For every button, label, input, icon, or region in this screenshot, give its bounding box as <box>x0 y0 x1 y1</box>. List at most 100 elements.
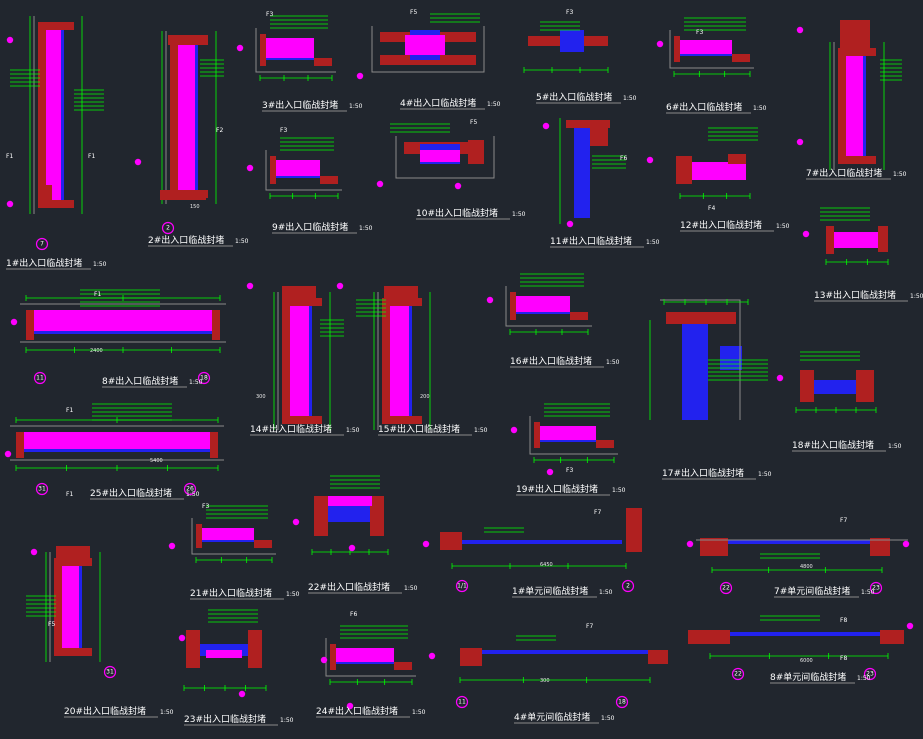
wall-section <box>700 538 728 556</box>
section-label: F6 <box>350 611 357 618</box>
wall-section <box>384 286 418 306</box>
axis-bubble <box>161 221 175 235</box>
steel-member <box>276 176 320 178</box>
section-marker <box>802 230 810 238</box>
section-label: F3 <box>280 127 287 134</box>
dimension-value: 4800 <box>800 564 813 570</box>
section-label: F1 <box>6 153 13 160</box>
wall-section <box>534 422 540 448</box>
steel-member <box>61 30 64 200</box>
detail-scale: 1:50 <box>359 225 373 232</box>
detail-scale: 1:50 <box>893 171 907 178</box>
detail-scale: 1:50 <box>623 95 637 102</box>
axis-bubble-label: 23 <box>866 671 874 678</box>
section-marker <box>510 426 518 434</box>
wall-section <box>596 440 614 448</box>
wall-section <box>460 648 482 666</box>
wall-section <box>382 298 390 424</box>
axis-bubble-label: 26 <box>186 486 194 493</box>
section-marker <box>566 220 574 228</box>
section-marker <box>902 540 910 548</box>
wall-section <box>26 310 34 340</box>
outline <box>265 150 342 191</box>
axis-bubble-label: 22 <box>722 585 730 592</box>
detail-caption: 16#出入口临战封堵 <box>510 355 592 367</box>
detail-caption: 18#出入口临战封堵 <box>792 439 874 451</box>
outline <box>669 30 754 69</box>
detail-caption: 1#单元间临战封堵 <box>512 585 588 597</box>
wall-section <box>46 22 74 30</box>
steel-member <box>720 346 742 370</box>
detail-caption: 5#出入口临战封堵 <box>536 91 612 103</box>
wall-section <box>212 310 220 340</box>
wall-section <box>260 34 266 66</box>
wall-section <box>282 286 316 306</box>
insulation-fill <box>420 150 460 162</box>
axis-bubble <box>615 695 629 709</box>
section-label: F7 <box>594 509 601 516</box>
wall-section <box>394 662 412 670</box>
wall-section <box>728 154 746 164</box>
wall-section <box>390 416 422 424</box>
detail-scale: 1:50 <box>601 715 615 722</box>
section-marker <box>776 374 784 382</box>
dimension-value: 6450 <box>540 562 553 568</box>
section-marker <box>10 318 18 326</box>
section-marker <box>238 690 246 698</box>
wall-section <box>870 538 890 556</box>
steel-member <box>728 540 870 544</box>
section-marker <box>30 548 38 556</box>
steel-member <box>79 566 82 648</box>
detail-scale: 1:50 <box>280 717 294 724</box>
section-marker <box>4 450 12 458</box>
section-marker <box>356 72 364 80</box>
detail-scale: 1:50 <box>861 589 875 596</box>
section-marker <box>292 518 300 526</box>
wall-section <box>880 630 904 644</box>
insulation-fill <box>24 432 210 452</box>
wall-section <box>54 558 62 656</box>
steel-member <box>452 540 622 544</box>
section-label: F6 <box>620 155 627 162</box>
detail-scale: 1:50 <box>474 427 488 434</box>
insulation-fill <box>46 30 64 200</box>
section-marker <box>796 26 804 34</box>
axis-bubble <box>103 665 117 679</box>
wall-section <box>840 20 870 56</box>
detail-caption: 1#出入口临战封堵 <box>6 257 82 269</box>
insulation-fill <box>290 306 312 416</box>
detail-caption: 22#出入口临战封堵 <box>308 581 390 593</box>
insulation-fill <box>202 528 254 542</box>
steel-member <box>34 331 212 334</box>
dimension-value: 5400 <box>150 458 163 464</box>
detail-caption: 20#出入口临战封堵 <box>64 705 146 717</box>
detail-caption: 17#出入口临战封堵 <box>662 467 744 479</box>
wall-section <box>732 54 750 62</box>
axis-bubble-label: 2 <box>166 225 170 232</box>
outline <box>395 136 495 179</box>
section-marker <box>656 40 664 48</box>
detail-caption: 4#单元间临战封堵 <box>514 711 590 723</box>
section-label: F1 <box>66 407 73 414</box>
insulation-fill <box>206 650 242 658</box>
insulation-fill <box>62 566 82 648</box>
insulation-fill <box>690 162 746 180</box>
axis-bubble <box>35 237 49 251</box>
section-marker <box>376 180 384 188</box>
wall-section <box>370 496 384 536</box>
axis-bubble-label: 23 <box>872 585 880 592</box>
wall-section <box>838 48 846 164</box>
wall-section <box>254 540 272 548</box>
dimension-value: 200 <box>420 394 430 400</box>
section-label: F1 <box>66 491 73 498</box>
outline <box>371 26 485 73</box>
section-label: F1 <box>94 291 101 298</box>
wall-section <box>320 176 338 184</box>
detail-caption: 6#出入口临战封堵 <box>666 101 742 113</box>
steel-member <box>516 312 570 314</box>
section-marker <box>320 656 328 664</box>
detail-scale: 1:50 <box>487 101 501 108</box>
steel-member <box>195 45 198 190</box>
wall-section <box>626 508 642 552</box>
detail-caption: 3#出入口临战封堵 <box>262 99 338 111</box>
